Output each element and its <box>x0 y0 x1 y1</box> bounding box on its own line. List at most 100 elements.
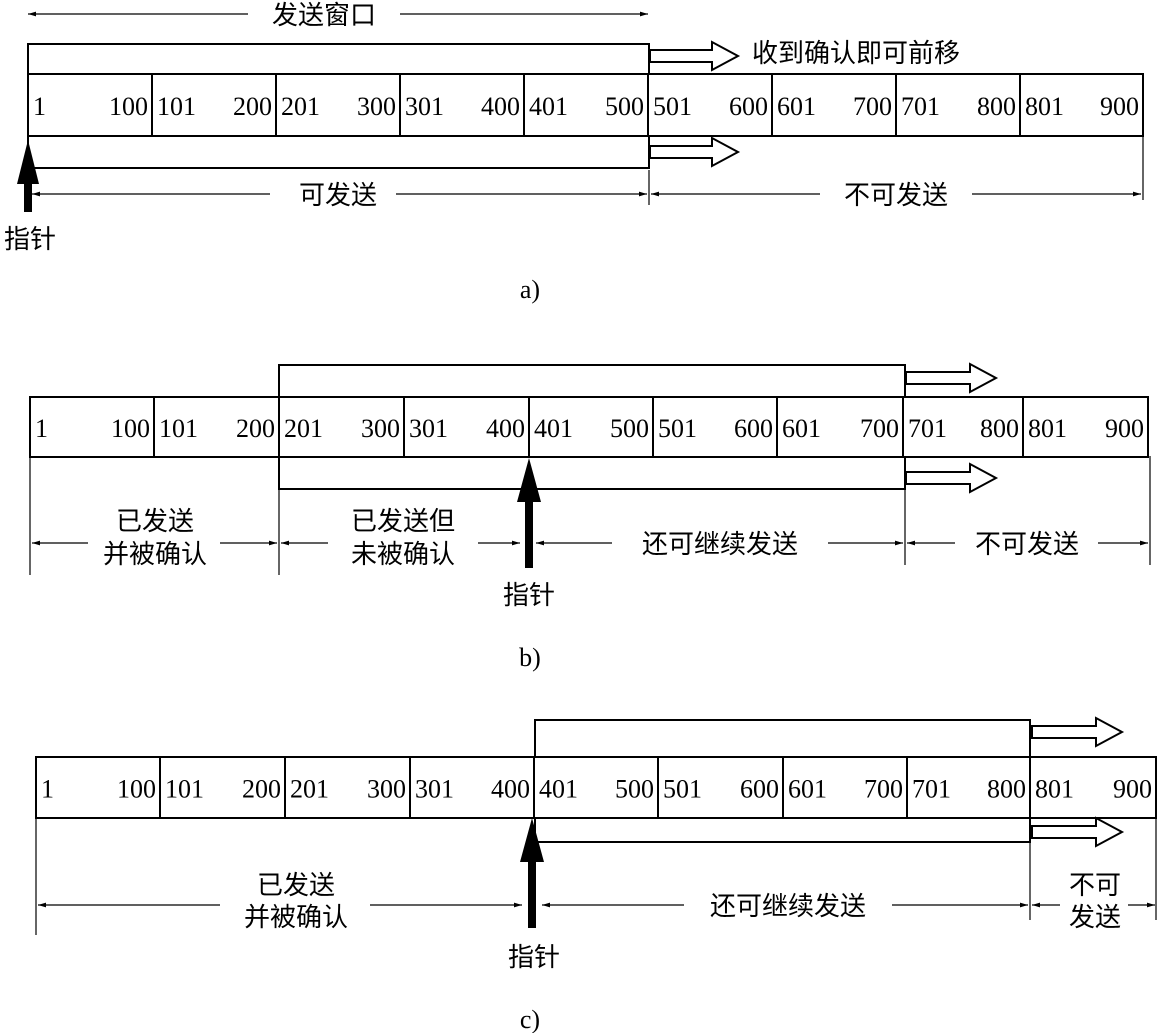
segment-start: 701 <box>901 92 940 121</box>
segment-cell <box>776 396 904 458</box>
window-band-top <box>27 43 650 75</box>
segment-start: 301 <box>415 775 454 804</box>
segment-start: 301 <box>405 92 444 121</box>
move-arrow-top-icon <box>649 40 741 72</box>
segment-end: 400 <box>481 92 520 121</box>
segment-start: 601 <box>777 92 816 121</box>
segment-cell <box>771 73 897 137</box>
segment-start: 601 <box>788 775 827 804</box>
sent-unacked-b-line2: 未被确认 <box>351 540 455 570</box>
caption-c: c) <box>520 1005 540 1033</box>
segment-start: 1 <box>35 414 48 443</box>
segment-end: 500 <box>605 92 644 121</box>
segment-start: 201 <box>290 775 329 804</box>
window-label: 发送窗口 <box>272 1 376 31</box>
segment-start: 201 <box>281 92 320 121</box>
segment-end: 800 <box>987 775 1026 804</box>
segment-end: 900 <box>1105 414 1144 443</box>
pointer-a-label: 指针 <box>4 225 56 255</box>
pointer-b-label: 指针 <box>503 581 555 611</box>
move-arrow-bottom-icon <box>649 136 741 168</box>
segment-start: 501 <box>653 92 692 121</box>
pointer-b-icon <box>517 458 541 568</box>
segment-end: 200 <box>233 92 272 121</box>
segment-cell <box>657 756 784 819</box>
not-sendable-c-line2: 发送 <box>1069 903 1121 933</box>
segment-end: 700 <box>864 775 903 804</box>
pointer-c-icon <box>520 818 544 928</box>
caption-b: b) <box>519 643 541 672</box>
segment-end: 200 <box>236 414 275 443</box>
window-band-bottom-c <box>534 817 1031 843</box>
segment-end: 200 <box>242 775 281 804</box>
segment-start: 801 <box>1028 414 1067 443</box>
move-arrow-bottom-b-icon <box>905 462 999 494</box>
sendable-label: 可发送 <box>299 181 377 211</box>
segment-cell <box>528 396 654 458</box>
segment-cell <box>151 73 277 137</box>
segment-start: 801 <box>1035 775 1074 804</box>
not-sendable-b-label: 不可发送 <box>975 530 1079 560</box>
segment-cell <box>533 756 659 819</box>
segment-cell <box>906 756 1031 819</box>
segment-cell <box>647 73 773 137</box>
segment-cell <box>29 396 155 458</box>
move-arrow-top-b-icon <box>905 362 999 394</box>
segment-start: 501 <box>658 414 697 443</box>
segment-start: 701 <box>912 775 951 804</box>
segment-end: 700 <box>853 92 892 121</box>
segment-cell <box>399 73 525 137</box>
not-sendable-c-line1: 不可 <box>1069 871 1121 901</box>
segment-start: 501 <box>663 775 702 804</box>
segment-start: 301 <box>409 414 448 443</box>
segment-cell <box>284 756 411 819</box>
sent-acked-b-line1: 已发送 <box>116 507 194 537</box>
sent-acked-c-line1: 已发送 <box>257 871 335 901</box>
segment-end: 600 <box>734 414 773 443</box>
move-arrow-top-c-icon <box>1031 716 1125 748</box>
segment-end: 600 <box>729 92 768 121</box>
segment-end: 300 <box>357 92 396 121</box>
segment-cell <box>275 73 401 137</box>
caption-a: a) <box>520 275 540 304</box>
segment-start: 1 <box>41 775 54 804</box>
segment-start: 601 <box>782 414 821 443</box>
segment-cell <box>1019 73 1144 137</box>
segment-cell <box>652 396 778 458</box>
segment-start: 401 <box>534 414 573 443</box>
segment-cell <box>278 396 405 458</box>
sent-acked-c-line2: 并被确认 <box>244 903 348 933</box>
can-continue-b-label: 还可继续发送 <box>642 530 798 560</box>
segment-end: 400 <box>486 414 525 443</box>
segment-start: 401 <box>539 775 578 804</box>
segment-end: 300 <box>361 414 400 443</box>
move-arrow-bottom-c-icon <box>1031 816 1125 848</box>
segment-start: 101 <box>165 775 204 804</box>
window-band-bottom <box>27 135 650 169</box>
segment-end: 500 <box>610 414 649 443</box>
segment-end: 800 <box>980 414 1019 443</box>
segment-start: 101 <box>157 92 196 121</box>
segment-end: 100 <box>111 414 150 443</box>
segment-end: 900 <box>1113 775 1152 804</box>
segment-end: 600 <box>740 775 779 804</box>
segment-end: 400 <box>491 775 530 804</box>
segment-cell <box>159 756 286 819</box>
segment-cell <box>782 756 908 819</box>
segment-cell <box>409 756 535 819</box>
segment-end: 300 <box>367 775 406 804</box>
segment-end: 100 <box>117 775 156 804</box>
segment-start: 801 <box>1025 92 1064 121</box>
pointer-c-label: 指针 <box>508 943 560 973</box>
window-band-bottom-b <box>278 456 906 490</box>
can-continue-c-label: 还可继续发送 <box>710 892 866 922</box>
segment-start: 701 <box>908 414 947 443</box>
segment-cell <box>895 73 1021 137</box>
